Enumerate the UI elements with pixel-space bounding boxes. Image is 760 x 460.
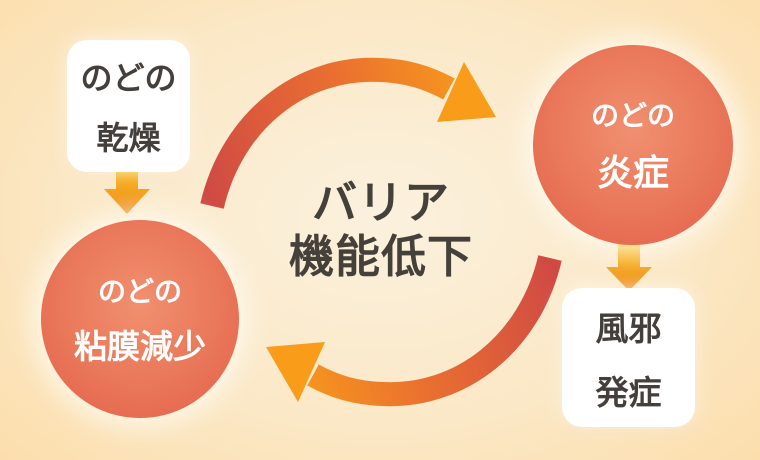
node-label-line: のどの <box>97 276 182 307</box>
node-label-line: 乾燥 <box>96 120 161 156</box>
node-label-line: のどの <box>80 60 177 96</box>
center-label: バリア 機能低下 <box>289 176 473 284</box>
down-arrow-left-icon <box>104 164 150 214</box>
center-label-line2: 機能低下 <box>288 231 474 282</box>
node-label-line: 発症 <box>595 373 662 411</box>
node-mucosa-decrease: のどの 粘膜減少 <box>41 220 239 418</box>
node-label-line: 粘膜減少 <box>74 328 206 365</box>
node-label-line: 風邪 <box>595 309 662 347</box>
node-throat-inflammation: のどの 炎症 <box>533 45 733 245</box>
down-arrow-right-icon <box>606 244 652 291</box>
center-label-line1: バリア <box>311 177 451 228</box>
node-cold-onset: 風邪 発症 <box>562 288 695 427</box>
node-throat-dryness: のどの 乾燥 <box>67 40 190 172</box>
node-label-line: のどの <box>590 100 675 131</box>
node-label-line: 炎症 <box>596 152 669 193</box>
